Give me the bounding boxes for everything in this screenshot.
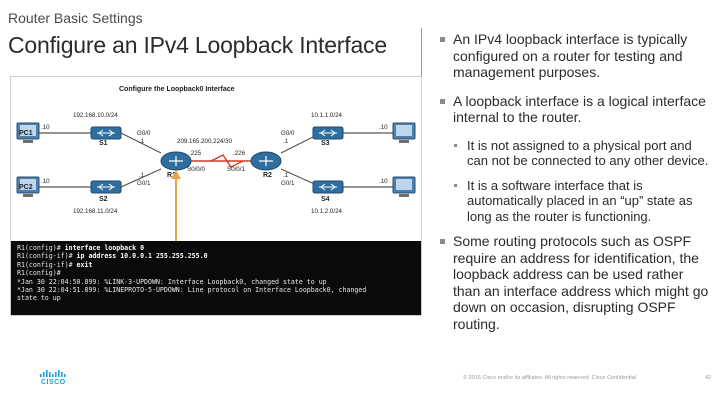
- section-label: Router Basic Settings: [8, 10, 143, 26]
- net-label-wan: 209.165.200.224/30: [177, 138, 233, 145]
- host-br-ip: .10: [379, 178, 388, 185]
- r1-s000-label: S0/0/0: [187, 166, 205, 173]
- sub-bullet-item: It is a software interface that is autom…: [454, 178, 710, 225]
- bullet-list: An IPv4 loopback interface is typically …: [440, 31, 710, 344]
- r1-g00-ip: .1: [139, 138, 145, 145]
- host-tr-ip: .10: [379, 124, 388, 131]
- footer-copyright: © 2016 Cisco and/or its affiliates. All …: [463, 375, 637, 381]
- r2-g00-label: G0/0: [281, 130, 295, 137]
- diagram-title: Configure the Loopback0 Interface: [119, 86, 235, 93]
- terminal-line: *Jan 30 22:04:50.899: %LINK-3-UPDOWN: In…: [17, 277, 327, 286]
- r2-s001-ip: .226: [233, 150, 246, 157]
- switch-s4-icon: [312, 180, 344, 194]
- bullet-item: A loopback interface is a logical interf…: [440, 93, 710, 126]
- terminal-line: R1(config)# interface loopback 0: [17, 244, 145, 252]
- pc-tr-icon: [392, 122, 416, 143]
- switch-s1-icon: [90, 126, 122, 140]
- pc1-icon: [16, 122, 40, 143]
- r2-g01-label: G0/1: [281, 180, 295, 187]
- switch-s4-label: S4: [321, 196, 330, 203]
- pc1-ip: .10: [41, 124, 50, 131]
- router-r1-icon: [160, 151, 192, 171]
- callout-arrowhead: [171, 170, 181, 179]
- r1-g01-ip: .1: [139, 172, 145, 179]
- cisco-wordmark: CISCO: [41, 379, 66, 386]
- pc1-label: PC1: [19, 130, 33, 137]
- switch-s3-label: S3: [321, 140, 330, 147]
- page-number: 42: [705, 375, 712, 381]
- title-divider: [421, 28, 422, 82]
- slide-title: Configure an IPv4 Loopback Interface: [8, 32, 387, 58]
- net-label-br: 10.1.2.0/24: [311, 208, 343, 215]
- switch-s3-icon: [312, 126, 344, 140]
- bullet-item: Some routing protocols such as OSPF requ…: [440, 233, 710, 332]
- terminal-line: R1(config)#: [17, 269, 61, 278]
- pc2-label: PC2: [19, 184, 33, 191]
- sub-bullet-item: It is not assigned to a physical port an…: [454, 138, 710, 169]
- net-label-bl: 192.168.11.0/24: [73, 208, 118, 215]
- net-label-tr: 10.1.1.0/24: [311, 112, 343, 119]
- r2-s001-label: S0/0/1: [227, 166, 245, 173]
- topology-svg: Configure the Loopback0 Interface 192.16…: [11, 77, 421, 241]
- terminal-line: state to up: [17, 294, 61, 303]
- r1-g00-label: G0/0: [137, 130, 151, 137]
- switch-s2-icon: [90, 180, 122, 194]
- topology-diagram: Configure the Loopback0 Interface 192.16…: [10, 76, 422, 316]
- r2-g01-ip: .1: [283, 172, 289, 179]
- pc2-ip: .10: [41, 178, 50, 185]
- switch-s2-label: S2: [99, 196, 108, 203]
- r1-g01-label: G0/1: [137, 180, 151, 187]
- cisco-logo-icon: [40, 370, 66, 377]
- pc-br-icon: [392, 176, 416, 197]
- r2-g00-ip: .1: [283, 138, 289, 145]
- router-r2-icon: [250, 151, 282, 171]
- router-r2-label: R2: [263, 172, 272, 179]
- terminal-line: R1(config-if)# ip address 10.0.0.1 255.2…: [17, 252, 208, 261]
- pc2-icon: [16, 176, 40, 197]
- bullet-item: An IPv4 loopback interface is typically …: [440, 31, 710, 81]
- router-r1-label: R1: [167, 172, 176, 179]
- cli-terminal: R1(config)# interface loopback 0 R1(conf…: [11, 241, 421, 315]
- terminal-line: *Jan 30 22:04:51.899: %LINEPROTO-5-UPDOW…: [17, 286, 367, 295]
- switch-s1-label: S1: [99, 140, 108, 147]
- net-label-tl: 192.168.10.0/24: [73, 112, 118, 119]
- terminal-line: R1(config-if)# exit: [17, 260, 93, 269]
- r1-s000-ip: .225: [189, 150, 202, 157]
